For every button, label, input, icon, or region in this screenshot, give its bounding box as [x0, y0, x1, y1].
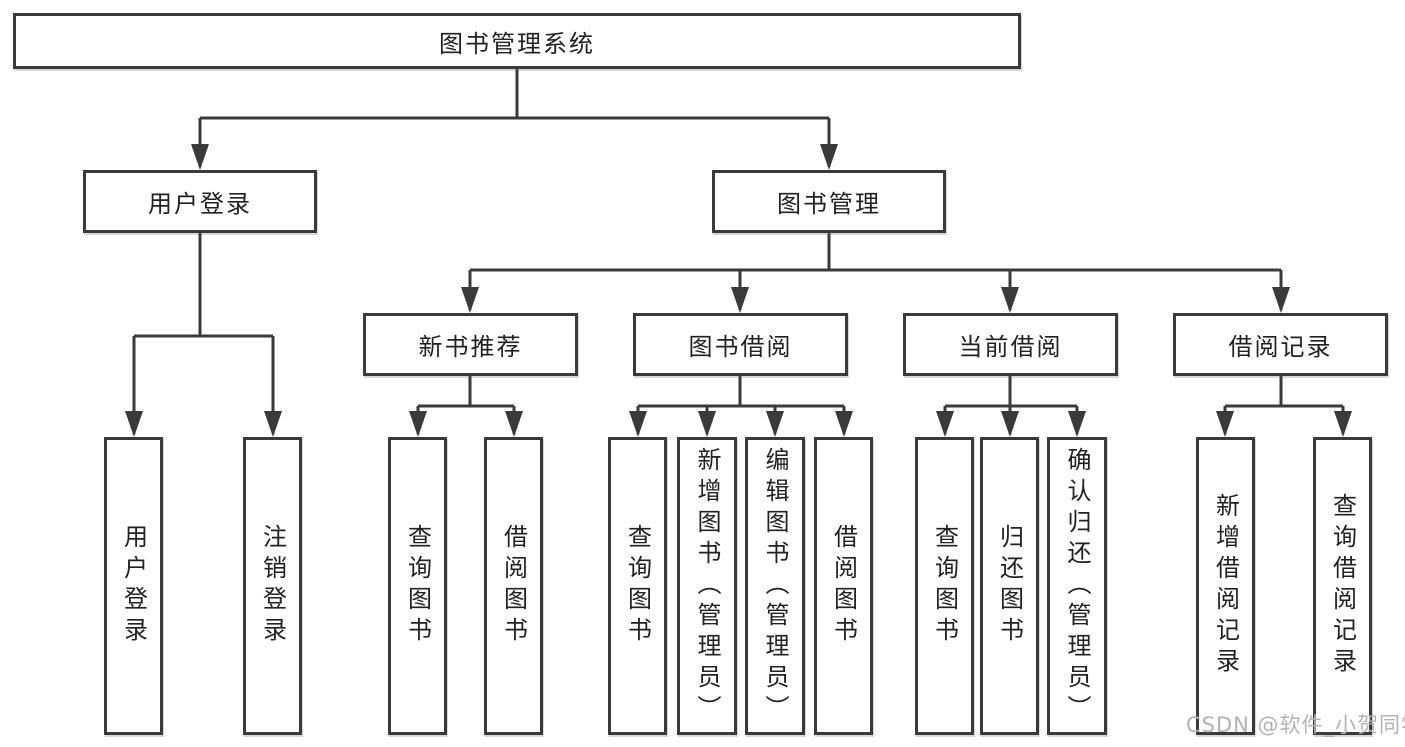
leaf-borrowing-borrow-books: 借阅图书 — [814, 437, 873, 735]
leaf-records-add-record: 新增借阅记录 — [1196, 437, 1255, 735]
leaf-user-login-label: 用户登录 — [119, 524, 148, 648]
node-current-borrowing: 当前借阅 — [903, 313, 1118, 376]
node-new-book-recommend: 新书推荐 — [363, 313, 578, 376]
node-user-login: 用户登录 — [83, 170, 317, 233]
leaf-borrowing-edit-books-label: 编辑图书（管理员） — [761, 446, 789, 726]
node-borrowing-records-label: 借阅记录 — [1228, 333, 1333, 361]
leaf-borrowing-query-books-label: 查询图书 — [623, 524, 652, 648]
leaf-current-confirm-return-label: 确认归还（管理员） — [1063, 446, 1091, 726]
leaf-current-query-books: 查询图书 — [915, 437, 974, 735]
leaf-logout-label: 注销登录 — [258, 524, 287, 648]
node-new-book-recommend-label: 新书推荐 — [418, 333, 523, 361]
leaf-current-confirm-return: 确认归还（管理员） — [1047, 437, 1107, 735]
leaf-recommend-query-books-label: 查询图书 — [403, 524, 432, 648]
leaf-current-query-books-label: 查询图书 — [930, 524, 959, 648]
leaf-records-query-record: 查询借阅记录 — [1313, 437, 1372, 735]
node-book-borrowing: 图书借阅 — [633, 313, 848, 376]
node-current-borrowing-label: 当前借阅 — [958, 333, 1063, 361]
leaf-records-query-record-label: 查询借阅记录 — [1328, 493, 1357, 679]
node-book-management-label: 图书管理 — [777, 190, 881, 218]
leaf-borrowing-add-books: 新增图书（管理员） — [677, 437, 737, 735]
node-system-root-label: 图书管理系统 — [439, 29, 595, 58]
leaf-recommend-query-books: 查询图书 — [388, 437, 447, 735]
leaf-borrowing-borrow-books-label: 借阅图书 — [829, 524, 858, 648]
watermark: CSDN @软件_小贺同学 — [1186, 713, 1405, 737]
leaf-borrowing-add-books-label: 新增图书（管理员） — [693, 446, 721, 726]
node-system-root: 图书管理系统 — [13, 13, 1021, 69]
leaf-logout: 注销登录 — [243, 437, 302, 735]
node-book-management: 图书管理 — [712, 170, 946, 233]
leaf-borrowing-query-books: 查询图书 — [608, 437, 667, 735]
leaf-records-add-record-label: 新增借阅记录 — [1211, 493, 1240, 679]
node-user-login-label: 用户登录 — [148, 190, 252, 218]
leaf-recommend-borrow-books: 借阅图书 — [484, 437, 543, 735]
node-borrowing-records: 借阅记录 — [1173, 313, 1388, 376]
leaf-borrowing-edit-books: 编辑图书（管理员） — [745, 437, 805, 735]
leaf-recommend-borrow-books-label: 借阅图书 — [499, 524, 528, 648]
leaf-current-return-books-label: 归还图书 — [995, 524, 1024, 648]
leaf-user-login: 用户登录 — [104, 437, 163, 735]
node-book-borrowing-label: 图书借阅 — [688, 333, 793, 361]
leaf-current-return-books: 归还图书 — [980, 437, 1039, 735]
connector-lines — [132, 69, 1345, 434]
arrowhead-icons — [125, 144, 1352, 437]
